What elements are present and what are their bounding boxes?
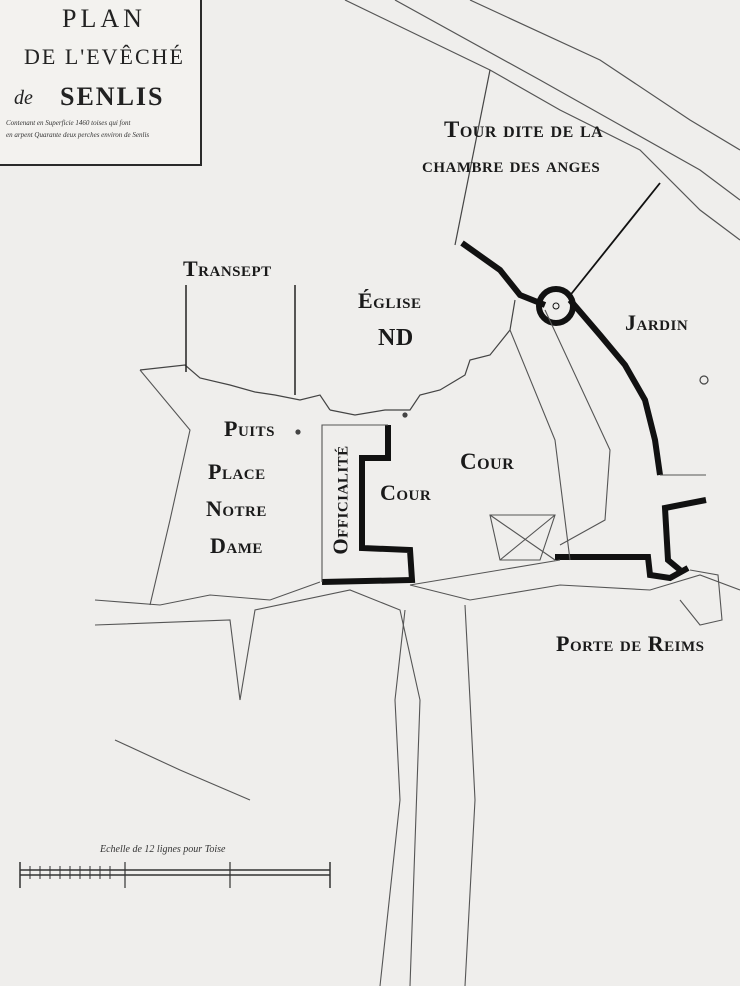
label-puits: Puits: [224, 416, 275, 441]
label-jardin: Jardin: [625, 310, 689, 335]
title-senlis: SENLIS: [60, 82, 165, 111]
label-dame: Dame: [210, 533, 263, 558]
scale-bar: [19, 862, 331, 888]
label-notre: Notre: [206, 496, 267, 521]
scale-caption: Echelle de 12 lignes pour Toise: [100, 844, 226, 855]
label-porte-de-reims: Porte de Reims: [556, 631, 705, 656]
plot-lines: [94, 309, 740, 986]
map-dots: [295, 375, 709, 435]
label-nd: ND: [378, 325, 414, 351]
label-tour-line2: chambre des anges: [422, 153, 601, 177]
thick-walls: [321, 240, 707, 585]
title-caption-1: Contenant en Superficie 1460 toises qui …: [6, 119, 131, 127]
label-place: Place: [208, 459, 266, 484]
label-officialite: Officialité: [328, 445, 353, 555]
title-eveche: DE L'EVÊCHÉ: [24, 44, 185, 69]
tour-pointer: [567, 182, 661, 299]
title-caption-2: en arpent Quarante deux perches environ …: [6, 131, 150, 139]
title-plan: PLAN: [62, 4, 146, 33]
label-cour-large: Cour: [460, 449, 515, 474]
label-eglise: Église: [358, 288, 422, 313]
label-transept: Transept: [183, 256, 272, 281]
title-cartouche: [0, 0, 202, 166]
label-cour-small: Cour: [380, 480, 432, 505]
label-tour-line1: Tour dite de la: [444, 117, 604, 142]
tower: [536, 286, 576, 326]
church-outline: [139, 69, 516, 416]
road-lines: [344, 0, 740, 241]
title-de: de: [14, 87, 33, 109]
transept-pointers: [185, 285, 296, 395]
